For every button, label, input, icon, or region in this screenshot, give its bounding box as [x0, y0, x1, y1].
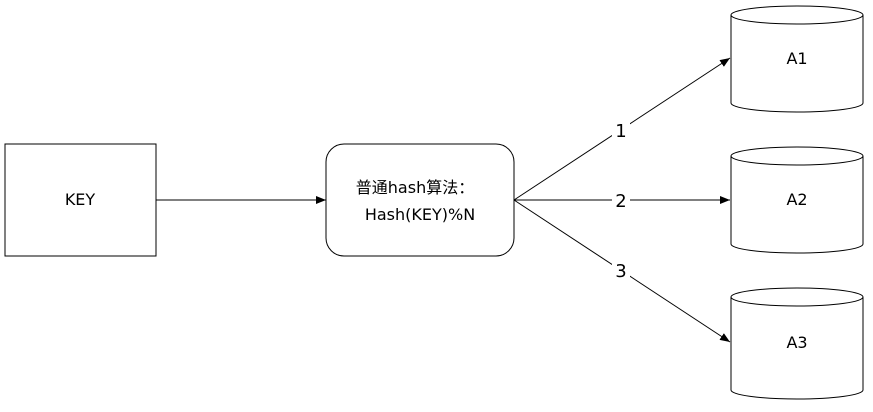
edge-1-label: 1: [615, 121, 626, 142]
key-box: [4, 143, 157, 257]
database-a1-label: A1: [786, 49, 807, 68]
hash-formula: Hash(KEY)%N: [365, 205, 475, 224]
database-a3-label: A3: [786, 333, 807, 352]
hash-box: [325, 143, 515, 257]
edge-2-label: 2: [615, 191, 626, 212]
edge-1-label-group: 1: [612, 120, 630, 142]
edge-2-label-group: 2: [612, 190, 630, 212]
database-a2-label: A2: [786, 190, 807, 209]
database-a2-cylinder: [730, 156, 864, 254]
database-a1-top: [730, 5, 864, 25]
database-a3: A3: [730, 287, 864, 400]
database-a1-cylinder: [730, 15, 864, 113]
hash-title: 普通hash算法：: [356, 178, 474, 197]
database-a1: A1: [730, 5, 864, 113]
edge-3-label: 3: [615, 261, 626, 282]
database-a2-top: [730, 146, 864, 166]
edge-3-label-group: 3: [612, 260, 630, 282]
database-a3-cylinder: [730, 297, 864, 400]
hash-node: 普通hash算法： Hash(KEY)%N: [325, 143, 515, 257]
database-a3-top: [730, 287, 864, 307]
key-label: KEY: [65, 190, 96, 209]
key-node: KEY: [4, 143, 157, 257]
database-a2: A2: [730, 146, 864, 254]
